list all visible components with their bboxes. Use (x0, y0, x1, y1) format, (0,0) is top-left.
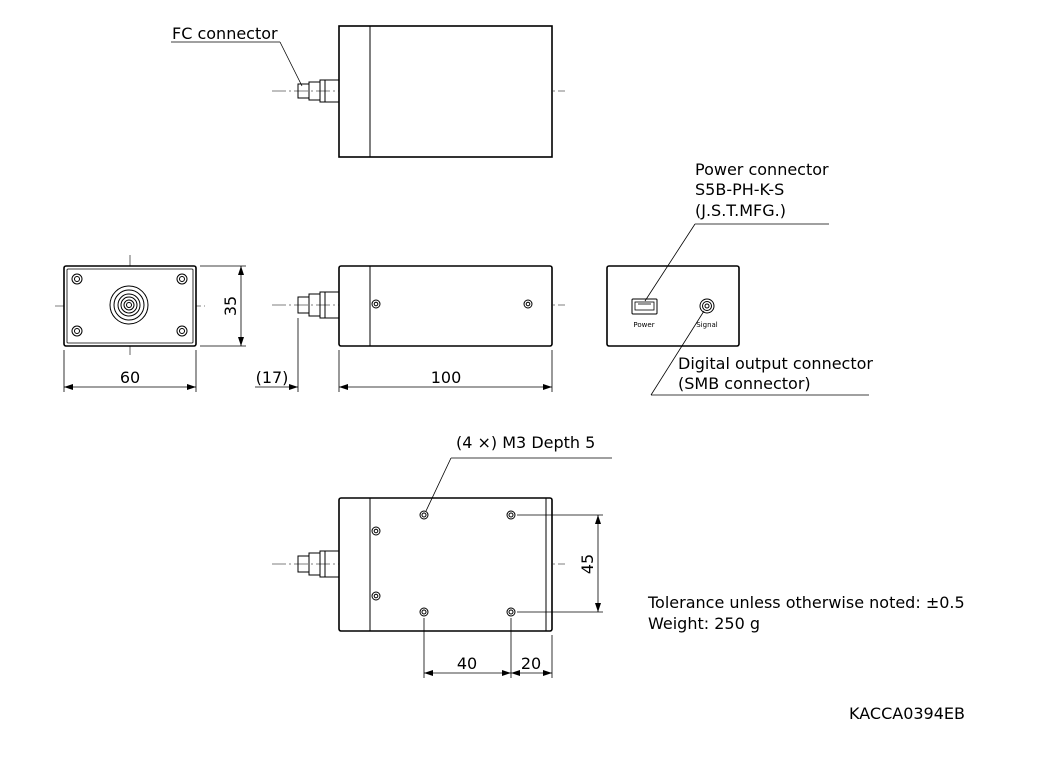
panel-power-label: Power (633, 321, 654, 329)
weight-note: Weight: 250 g (648, 614, 760, 633)
top-view: FC connector (171, 24, 565, 158)
m3-hole (506, 510, 516, 520)
mount-holes-leader (425, 457, 452, 512)
tolerance-note: Tolerance unless otherwise noted: ±0.5 (647, 593, 965, 612)
front-view-screw (71, 273, 83, 285)
signal-connector (699, 298, 715, 314)
rear-view-body (606, 265, 740, 347)
dimension-45: 45 (578, 554, 597, 574)
dimension-40: 40 (457, 654, 477, 673)
fc-connector-top (297, 79, 340, 103)
digital-output-type: (SMB connector) (678, 374, 811, 393)
m3-hole (419, 607, 429, 617)
fc-connector-label: FC connector (172, 24, 278, 43)
side-view-screw (523, 299, 533, 309)
digital-output-label: Digital output connector (678, 354, 873, 373)
power-connector (631, 298, 658, 315)
side-view-screw (371, 299, 381, 309)
fc-connector-side (297, 291, 340, 319)
front-view-fc-connector (109, 285, 149, 325)
bottom-view-screw (371, 526, 381, 536)
front-view-screw (176, 325, 188, 337)
front-view-plate (66, 268, 194, 344)
side-view-body (338, 265, 553, 347)
dimension-35: 35 (221, 296, 240, 316)
fc-connector-bottom (297, 550, 340, 578)
power-connector-label: Power connector (695, 160, 829, 179)
top-view-body (338, 25, 553, 158)
m3-hole (419, 510, 429, 520)
bottom-view-body (338, 497, 553, 632)
dimension-100: 100 (431, 368, 462, 387)
bottom-view: (4 ×) M3 Depth 5 45 40 20 (272, 433, 612, 678)
front-view-screw (176, 273, 188, 285)
dimension-17: (17) (256, 368, 289, 387)
rear-view: Power Signal Power connector S5B-PH-K-S … (606, 160, 873, 396)
dimension-20: 20 (521, 654, 541, 673)
digital-output-leader (650, 310, 705, 396)
dimension-60: 60 (120, 368, 140, 387)
front-view-screw (71, 325, 83, 337)
fc-connector-leader (279, 41, 303, 87)
power-connector-leader (644, 223, 696, 302)
front-view-body (63, 265, 197, 347)
drawing-number: KACCA0394EB (849, 704, 965, 723)
mount-holes-label: (4 ×) M3 Depth 5 (456, 433, 595, 452)
m3-hole (506, 607, 516, 617)
power-connector-part: S5B-PH-K-S (695, 180, 784, 199)
panel-signal-label: Signal (696, 321, 718, 329)
side-view: (17) 100 (255, 265, 565, 392)
bottom-view-screw (371, 591, 381, 601)
front-view: 35 60 (55, 255, 246, 392)
power-connector-maker: (J.S.T.MFG.) (695, 201, 786, 220)
